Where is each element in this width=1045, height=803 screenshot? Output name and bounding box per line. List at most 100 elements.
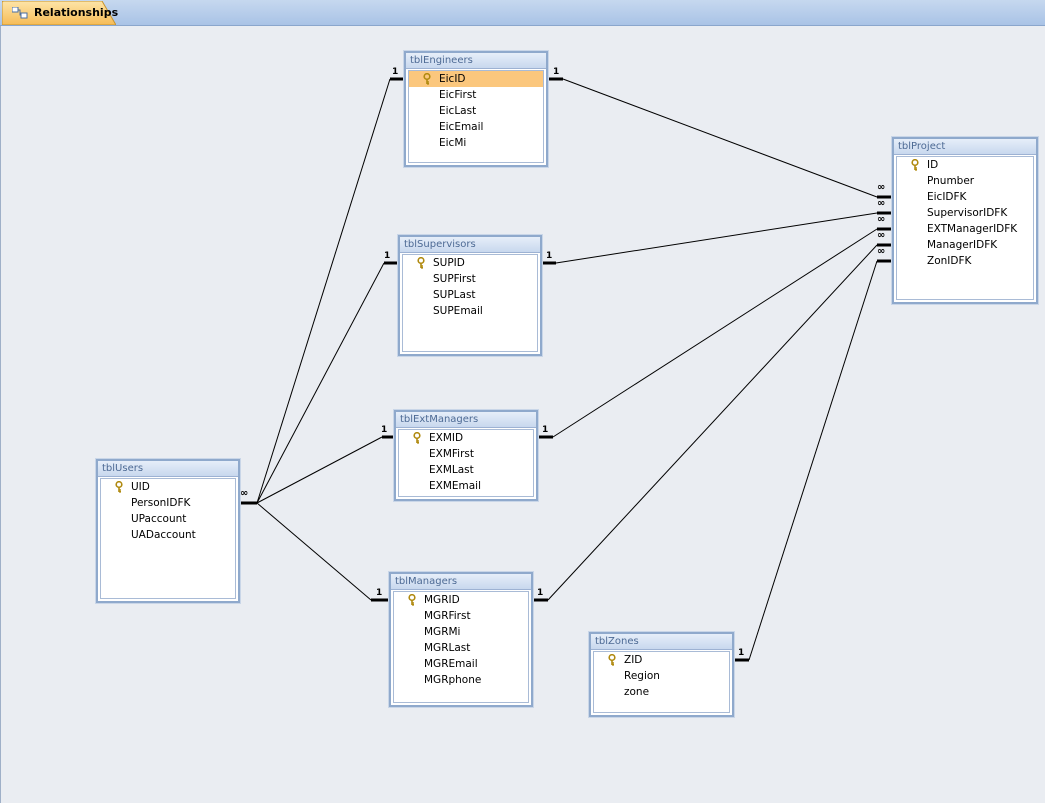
field-row-key[interactable]: UID	[101, 479, 235, 495]
field-name: EXMEmail	[429, 480, 482, 492]
field-name: EicID	[439, 73, 466, 85]
primary-key-icon	[417, 256, 427, 269]
field-row[interactable]: EXMFirst	[399, 446, 533, 462]
primary-key-icon	[911, 158, 921, 171]
field-row[interactable]: ZonIDFK	[897, 253, 1033, 269]
field-name: EicMi	[439, 137, 467, 149]
users-managers-line	[256, 502, 372, 601]
field-name: SUPFirst	[433, 273, 476, 285]
field-row[interactable]: EicMi	[409, 135, 543, 151]
field-row[interactable]: SupervisorIDFK	[897, 205, 1033, 221]
field-name: SUPLast	[433, 289, 476, 301]
field-row[interactable]: EicIDFK	[897, 189, 1033, 205]
field-name: MGREmail	[424, 658, 478, 670]
field-row[interactable]: MGREmail	[394, 656, 528, 672]
field-name: Pnumber	[927, 175, 975, 187]
field-row-key[interactable]: EXMID	[399, 430, 533, 446]
table-project[interactable]: tblProject ID Pnumber EicIDFK Supervisor…	[892, 137, 1038, 304]
users-engineers-line	[256, 78, 391, 504]
tab-label: Relationships	[34, 6, 119, 19]
primary-key-icon	[423, 72, 433, 85]
project-many-label-4: ∞	[877, 230, 885, 241]
relationships-canvas[interactable]: ∞ 1 1 1 1 1 1 1 1 1 ∞ ∞ ∞ ∞ ∞ tblEnginee…	[0, 26, 1045, 803]
table-zones[interactable]: tblZones ZID Region zone	[589, 632, 734, 717]
field-row[interactable]: EicFirst	[409, 87, 543, 103]
field-row[interactable]: EXTManagerIDFK	[897, 221, 1033, 237]
field-row[interactable]: MGRMi	[394, 624, 528, 640]
primary-key-icon	[413, 431, 423, 444]
field-row-key[interactable]: EicID	[409, 71, 543, 87]
primary-key-icon	[115, 480, 125, 493]
table-title[interactable]: tblProject	[894, 139, 1036, 155]
field-name: UADaccount	[131, 529, 196, 541]
field-name: EicIDFK	[927, 191, 967, 203]
supervisors-project-line	[555, 212, 878, 264]
field-row-key[interactable]: MGRID	[394, 592, 528, 608]
field-row[interactable]: EXMEmail	[399, 478, 533, 494]
field-row[interactable]: MGRphone	[394, 672, 528, 688]
table-title[interactable]: tblExtManagers	[396, 412, 536, 428]
supervisors-project-one-label: 1	[546, 251, 553, 261]
table-supervisors[interactable]: tblSupervisors SUPID SUPFirst SUPLast SU…	[398, 235, 542, 356]
table-engineers[interactable]: tblEngineers EicID EicFirst EicLast EicE…	[404, 51, 548, 167]
project-many-label-3: ∞	[877, 214, 885, 225]
engineers-project-line	[562, 78, 878, 198]
primary-key-icon	[608, 653, 618, 666]
field-name: ManagerIDFK	[927, 239, 998, 251]
field-name: EXMFirst	[429, 448, 474, 460]
table-users[interactable]: tblUsers UID PersonIDFK UPaccount UADacc…	[96, 459, 240, 603]
field-name: UID	[131, 481, 150, 493]
document-tab-strip: Relationships	[0, 0, 1045, 26]
table-title[interactable]: tblSupervisors	[400, 237, 540, 253]
table-title[interactable]: tblUsers	[98, 461, 238, 477]
field-row[interactable]: SUPEmail	[403, 303, 537, 319]
field-list: SUPID SUPFirst SUPLast SUPEmail	[402, 254, 538, 352]
table-title[interactable]: tblManagers	[391, 574, 531, 590]
extmanagers-project-line	[552, 228, 878, 438]
project-many-label-2: ∞	[877, 198, 885, 209]
field-row[interactable]: SUPFirst	[403, 271, 537, 287]
field-row[interactable]: MGRFirst	[394, 608, 528, 624]
field-row[interactable]: PersonIDFK	[101, 495, 235, 511]
relationships-icon	[12, 7, 28, 19]
users-supervisors-line	[256, 262, 385, 504]
table-title[interactable]: tblZones	[591, 634, 732, 650]
engineers-project-one-label: 1	[553, 67, 560, 77]
field-row-key[interactable]: SUPID	[403, 255, 537, 271]
extmanagers-project-one-label: 1	[542, 425, 549, 435]
field-row[interactable]: EXMLast	[399, 462, 533, 478]
field-row-key[interactable]: ID	[897, 157, 1033, 173]
table-title[interactable]: tblEngineers	[406, 53, 546, 69]
field-row-key[interactable]: ZID	[594, 652, 729, 668]
field-name: MGRLast	[424, 642, 471, 654]
table-extmanagers[interactable]: tblExtManagers EXMID EXMFirst EXMLast EX…	[394, 410, 538, 501]
field-list: EicID EicFirst EicLast EicEmail EicMi	[408, 70, 544, 163]
table-managers[interactable]: tblManagers MGRID MGRFirst MGRMi MGRLast…	[389, 572, 533, 707]
field-name: EXMLast	[429, 464, 474, 476]
field-row[interactable]: UADaccount	[101, 527, 235, 543]
field-name: EXTManagerIDFK	[927, 223, 1018, 235]
field-name: UPaccount	[131, 513, 187, 525]
field-row[interactable]: zone	[594, 684, 729, 700]
field-name: MGRphone	[424, 674, 482, 686]
field-name: SUPEmail	[433, 305, 483, 317]
field-name: SUPID	[433, 257, 465, 269]
field-row[interactable]: UPaccount	[101, 511, 235, 527]
relationships-tab[interactable]: Relationships	[2, 1, 119, 25]
field-list: MGRID MGRFirst MGRMi MGRLast MGREmail MG…	[393, 591, 529, 703]
field-row[interactable]: EicLast	[409, 103, 543, 119]
zones-project-line	[748, 260, 878, 661]
field-row[interactable]: Region	[594, 668, 729, 684]
field-list: UID PersonIDFK UPaccount UADaccount	[100, 478, 236, 599]
field-row[interactable]: Pnumber	[897, 173, 1033, 189]
field-row[interactable]: EicEmail	[409, 119, 543, 135]
primary-key-icon	[408, 593, 418, 606]
field-row[interactable]: SUPLast	[403, 287, 537, 303]
users-extmanagers-line	[256, 436, 383, 504]
field-row[interactable]: ManagerIDFK	[897, 237, 1033, 253]
field-name: MGRID	[424, 594, 460, 606]
zones-one-label: 1	[738, 648, 745, 658]
field-list: ZID Region zone	[593, 651, 730, 713]
field-row[interactable]: MGRLast	[394, 640, 528, 656]
field-name: MGRMi	[424, 626, 461, 638]
